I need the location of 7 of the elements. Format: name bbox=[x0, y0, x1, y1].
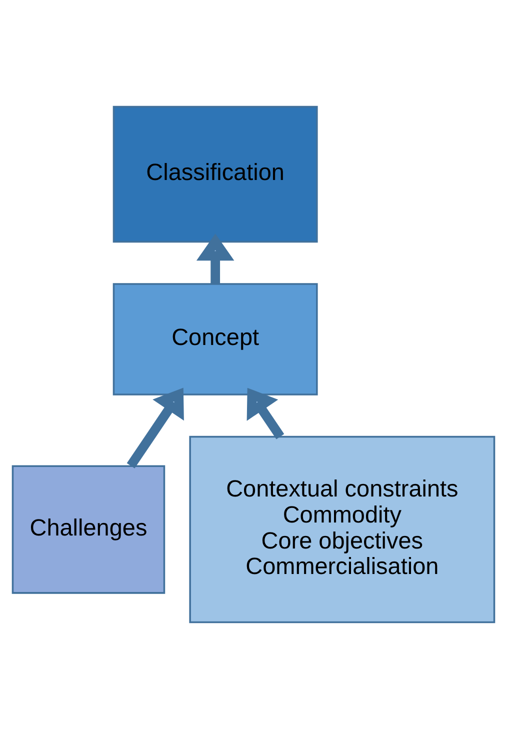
node-box: Challenges bbox=[12, 465, 166, 594]
arrow bbox=[126, 388, 184, 468]
node-box: Classification bbox=[112, 106, 318, 243]
node-box: Concept bbox=[112, 283, 318, 396]
node-box: Contextual constraints Commodity Core objectives Commercialisation bbox=[189, 436, 496, 624]
arrow bbox=[196, 234, 234, 284]
arrow bbox=[246, 388, 284, 440]
